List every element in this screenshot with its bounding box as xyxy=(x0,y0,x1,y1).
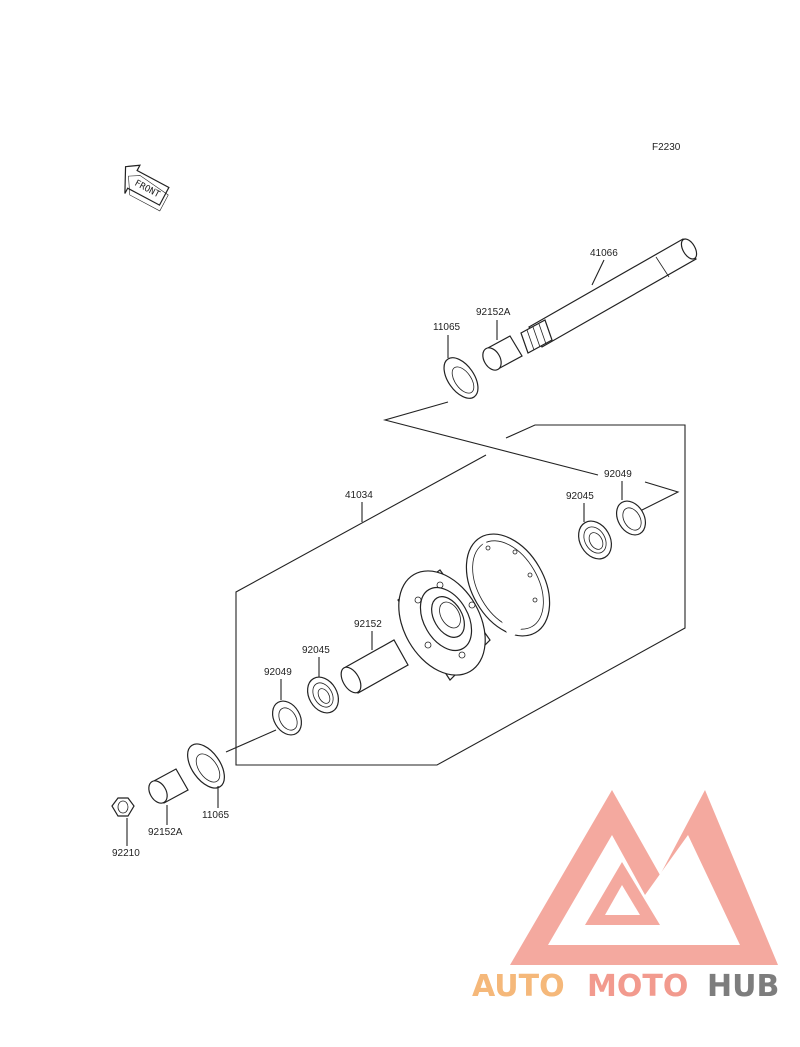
label-oil-seal-right: 92049 xyxy=(604,469,632,480)
diagram-code: F2230 xyxy=(652,142,681,153)
label-collar-left: 92152A xyxy=(148,827,183,838)
nut-part xyxy=(111,797,135,817)
wheel-hub-part xyxy=(397,533,551,681)
watermark-wordmark: AUTO MOTO HUB xyxy=(472,969,779,1004)
bearing-right-part xyxy=(578,520,612,560)
watermark-word-hub: HUB xyxy=(707,969,779,1004)
label-seal-left: 11065 xyxy=(202,810,230,821)
label-bearing-right: 92045 xyxy=(566,491,594,502)
label-hub-assembly: 41034 xyxy=(345,490,373,501)
watermark-word-moto: MOTO xyxy=(587,969,688,1004)
label-oil-seal-left: 92049 xyxy=(264,667,292,678)
seal-right-part xyxy=(443,357,479,399)
label-nut: 92210 xyxy=(112,848,140,859)
label-axle: 41066 xyxy=(590,248,618,259)
oil-seal-right-part xyxy=(615,500,647,536)
axle-part xyxy=(520,238,698,354)
label-spacer: 92152 xyxy=(354,619,382,630)
bearing-left-part xyxy=(306,676,340,714)
oil-seal-left-part xyxy=(271,700,303,736)
front-arrow-icon: FRONT xyxy=(124,164,170,212)
label-bearing-left: 92045 xyxy=(302,645,330,656)
watermark-logo-icon xyxy=(510,790,778,965)
spacer-part xyxy=(340,639,409,694)
collar-right-part xyxy=(482,335,523,371)
label-seal-right: 11065 xyxy=(433,322,461,333)
label-collar-right: 92152A xyxy=(476,307,511,318)
collar-left-part xyxy=(148,768,189,804)
watermark-word-auto: AUTO xyxy=(472,969,565,1004)
seal-left-part xyxy=(187,743,225,789)
